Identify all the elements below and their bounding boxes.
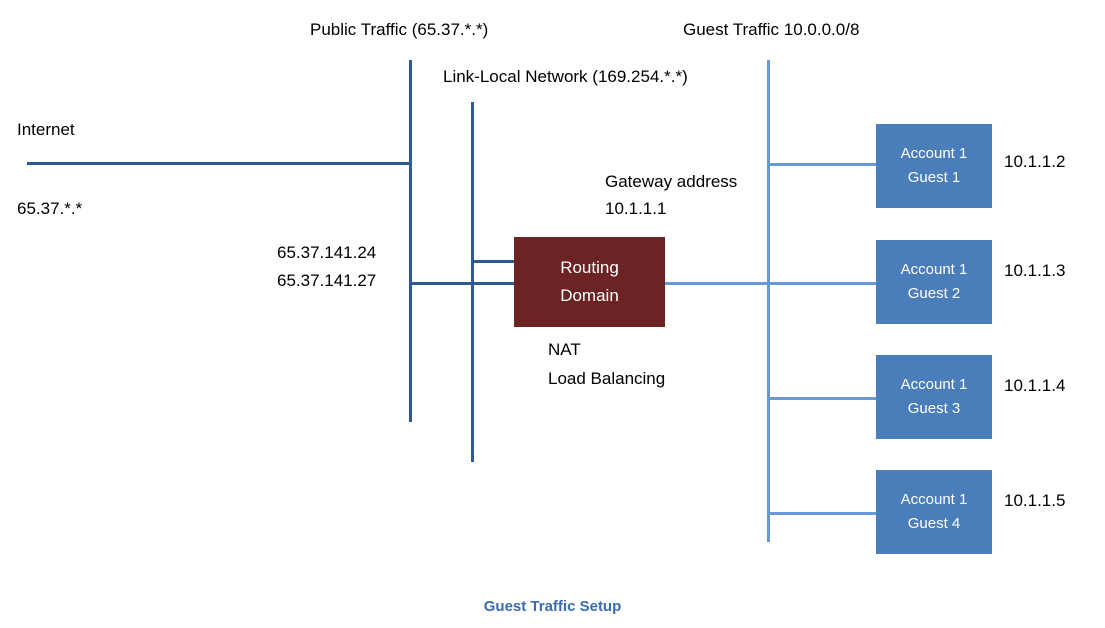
guest-4-account: Account 1: [900, 491, 968, 508]
guest-1-account: Account 1: [900, 145, 968, 162]
internet-link: [27, 162, 412, 165]
guest-3-name: Guest 3: [907, 400, 961, 417]
routing-domain-box[interactable]: Routing Domain: [514, 237, 665, 327]
routing-domain-line-2: Domain: [560, 286, 619, 305]
gateway-ip-label: 10.1.1.1: [605, 199, 667, 218]
diagram-caption: Guest Traffic Setup: [483, 598, 622, 615]
guest-box-3[interactable]: Account 1 Guest 3: [876, 355, 992, 439]
guest-2-name: Guest 2: [907, 285, 961, 302]
link-local-to-routing-connector: [471, 260, 517, 263]
public-ip-1-label: 65.37.141.24: [277, 243, 377, 262]
routing-to-guest-backbone-connector: [664, 282, 770, 285]
guest-3-ip-label: 10.1.1.4: [1004, 376, 1066, 395]
routing-domain-line-1: Routing: [560, 258, 619, 277]
gateway-address-label: Gateway address: [605, 172, 738, 191]
public-to-routing-connector: [409, 282, 517, 285]
guest-box-1[interactable]: Account 1 Guest 1: [876, 124, 992, 208]
nat-label: NAT: [548, 340, 581, 359]
guest-2-account: Account 1: [900, 261, 968, 278]
load-balancing-label: Load Balancing: [548, 369, 666, 388]
link-local-label: Link-Local Network (169.254.*.*): [443, 67, 688, 86]
public-ip-2-label: 65.37.141.27: [277, 271, 377, 290]
guest-box-4[interactable]: Account 1 Guest 4: [876, 470, 992, 554]
guest-4-connector: [767, 512, 879, 515]
public-traffic-backbone: [409, 60, 412, 422]
public-traffic-label: Public Traffic (65.37.*.*): [310, 20, 489, 39]
guest-3-connector: [767, 397, 879, 400]
guest-2-connector: [767, 282, 879, 285]
guest-traffic-backbone: [767, 60, 770, 542]
guest-box-2[interactable]: Account 1 Guest 2: [876, 240, 992, 324]
guest-1-connector: [767, 163, 879, 166]
internet-subnet-label: 65.37.*.*: [17, 199, 83, 218]
guest-1-name: Guest 1: [907, 169, 961, 186]
guest-4-ip-label: 10.1.1.5: [1004, 491, 1066, 510]
guest-1-ip-label: 10.1.1.2: [1004, 152, 1066, 171]
guest-3-account: Account 1: [900, 376, 968, 393]
guest-2-ip-label: 10.1.1.3: [1004, 261, 1066, 280]
guest-traffic-label: Guest Traffic 10.0.0.0/8: [683, 20, 860, 39]
guest-4-name: Guest 4: [907, 515, 961, 532]
internet-label: Internet: [17, 120, 75, 139]
